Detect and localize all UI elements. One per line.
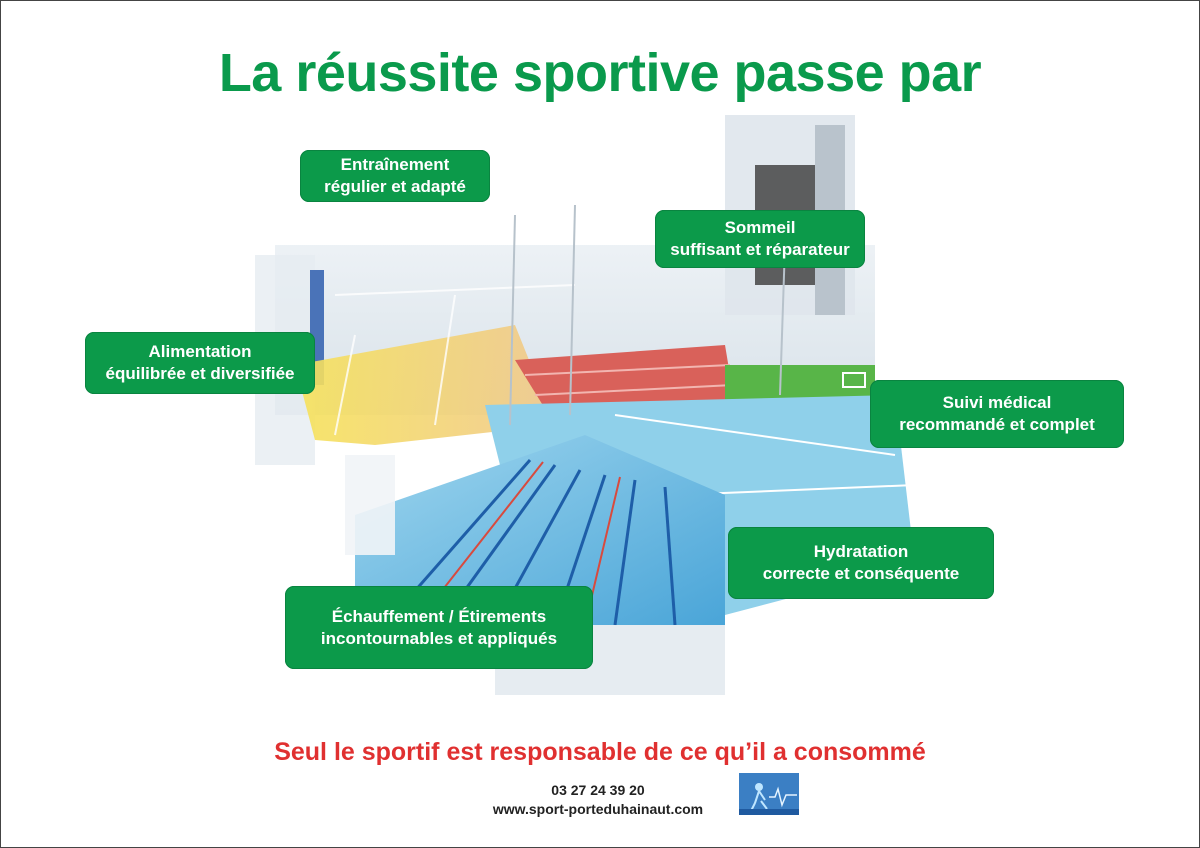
responsibility-warning: Seul le sportif est responsable de ce qu… bbox=[274, 738, 926, 766]
label-suivi-medical: Suivi médical recommandé et complet bbox=[870, 380, 1124, 448]
poster-title: La réussite sportive passe par bbox=[218, 43, 982, 103]
organization-logo bbox=[739, 773, 799, 815]
swimming-pool bbox=[355, 435, 725, 625]
phone-number: 03 27 24 39 20 bbox=[551, 782, 645, 798]
label-alimentation: Alimentation équilibrée et diversifiée bbox=[85, 332, 315, 394]
goal bbox=[842, 372, 866, 388]
label-hydratation: Hydratation correcte et conséquente bbox=[728, 527, 994, 599]
label-echauffement: Échauffement / Étirements incontournable… bbox=[285, 586, 593, 669]
label-sommeil: Sommeil suffisant et réparateur bbox=[655, 210, 865, 268]
website-url[interactable]: www.sport-porteduhainaut.com bbox=[492, 801, 704, 817]
label-entrainement: Entraînement régulier et adapté bbox=[300, 150, 490, 202]
